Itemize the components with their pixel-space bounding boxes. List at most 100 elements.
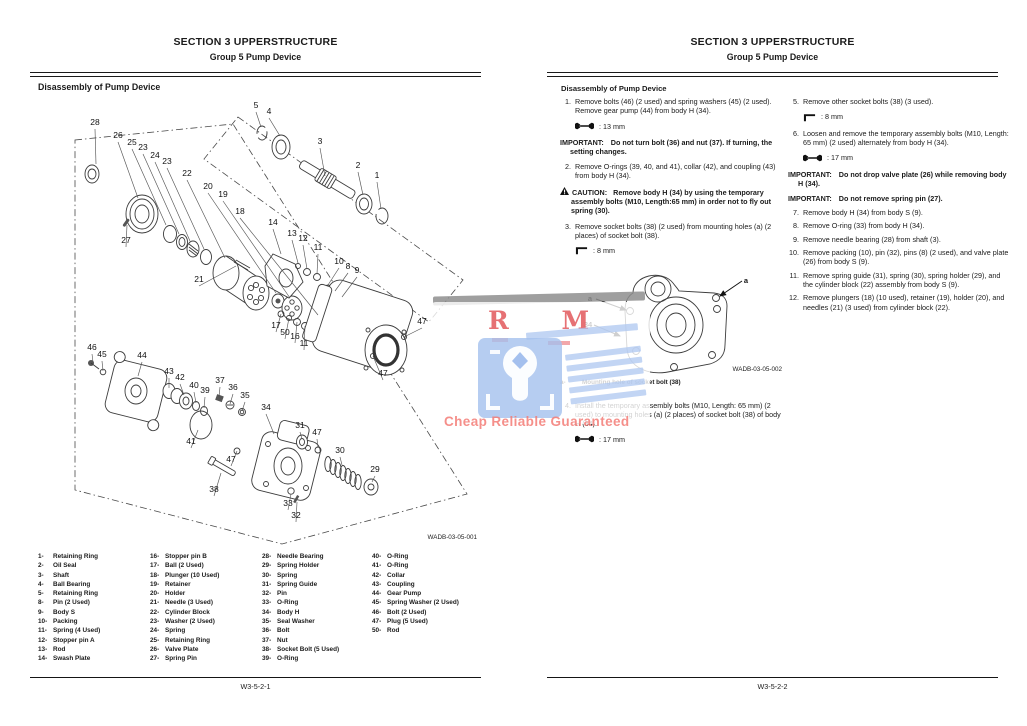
parts-list-row: 25-Retaining Ring — [150, 636, 219, 645]
part-name: Body H — [277, 608, 300, 616]
group-title: Group 5 Pump Device — [209, 52, 302, 62]
step-item: 4.Install the temporary assembly bolts (… — [560, 401, 782, 429]
page-heading: Disassembly of Pump Device — [38, 82, 161, 92]
part-number: 32- — [262, 590, 272, 598]
part-number: 28- — [262, 553, 272, 560]
parts-list-row: 28-Needle Bearing — [262, 552, 339, 561]
part-number: 42- — [372, 571, 382, 579]
part-callout-number: 17 — [271, 320, 281, 330]
parts-list-row: 19-Retainer — [150, 580, 219, 589]
callout-leader-line — [186, 179, 226, 259]
callout-leader-line — [371, 475, 376, 483]
part-number: 20- — [150, 590, 160, 598]
wrench-icon — [803, 154, 822, 162]
step-item: 12.Remove plungers (18) (10 used), retai… — [788, 293, 1010, 312]
parts-list-row: 18-Plunger (10 Used) — [150, 571, 219, 580]
part-number: 5- — [38, 590, 44, 598]
callout-leader-line — [303, 325, 306, 351]
step-text: Remove packing (10), pin (32), pins (8) … — [803, 247, 1009, 267]
part-callout-number: 45 — [97, 349, 107, 359]
parts-list-row: 32-Pin — [262, 589, 339, 598]
wrench-size-note: : 17 mm — [575, 435, 782, 444]
page-number-right: W3-5-2-2 — [757, 682, 788, 691]
part-number: 24- — [150, 627, 160, 635]
part-name: Rod — [53, 645, 66, 653]
part-callout-number: 5 — [254, 100, 259, 110]
part-name: O-Ring — [387, 553, 409, 560]
callout-leader-line — [229, 393, 234, 405]
parts-list-row: 46-Bolt (2 Used) — [372, 608, 459, 617]
part-callout-number: 11 — [314, 242, 323, 252]
parts-list-row: 10-Packing — [38, 617, 100, 626]
hex-key-size-note: : 8 mm — [575, 246, 782, 255]
part-name: Pin (2 Used) — [53, 599, 90, 607]
part-number: 45- — [372, 599, 382, 607]
part-number: 27- — [150, 655, 160, 663]
part-name: Valve Plate — [165, 645, 199, 653]
part-name: Ball Bearing — [53, 580, 91, 588]
part-callout-number: 11 — [300, 338, 309, 348]
callout-leader-line — [137, 361, 143, 377]
part-name: Swash Plate — [53, 655, 91, 663]
caution-note: CAUTION:Remove body H (34) by using the … — [560, 186, 782, 216]
parts-list-row: 2-Oil Seal — [38, 561, 100, 570]
parts-list-row: 12-Stopper pin A — [38, 636, 100, 645]
figure-caption: a- Mounting hole of socket bolt (38) — [560, 378, 681, 386]
step-text: Remove plungers (18) (10 used), retainer… — [803, 293, 1005, 312]
part-number: 30- — [262, 571, 272, 579]
part-name: O-Ring — [277, 655, 299, 663]
diagram-parts — [84, 125, 414, 504]
step-item: 8.Remove O-ring (33) from body H (34). — [788, 221, 1010, 230]
parts-list-row: 13-Rod — [38, 645, 100, 654]
important-text: Do not drop valve plate (26) while remov… — [798, 169, 1007, 189]
step-item: 3.Remove socket bolts (38) (2 used) from… — [560, 222, 782, 241]
part-name: Stopper pin B — [165, 553, 207, 560]
part-number: 19- — [150, 580, 160, 588]
part-number: 29- — [262, 562, 272, 570]
tool-size-text: : 13 mm — [599, 121, 625, 131]
part-callout-number: 46 — [87, 342, 97, 352]
important-label: IMPORTANT: — [788, 169, 832, 179]
part-callout-number: 41 — [186, 436, 196, 446]
callout-leader-line — [222, 200, 291, 299]
part-number: 3- — [38, 571, 44, 579]
callout-leader-line — [284, 317, 290, 340]
part-number: 44- — [372, 590, 382, 598]
part-name: Packing — [53, 618, 78, 626]
step-item: 6.Loosen and remove the temporary assemb… — [788, 129, 1010, 148]
part-name: Spring (4 Used) — [53, 627, 101, 635]
step-text: Loosen and remove the temporary assembly… — [803, 128, 1009, 148]
part-callout-number: 23 — [162, 156, 172, 166]
figure-label-arrow — [595, 298, 627, 311]
part-number: 4- — [38, 580, 44, 588]
part-callout-number: 18 — [235, 206, 245, 216]
part-name: Spring Holder — [277, 562, 320, 570]
step-item: 11.Remove spring guide (31), spring (30)… — [788, 271, 1010, 290]
parts-list-row: 20-Holder — [150, 589, 219, 598]
figure-label: a — [744, 276, 749, 285]
part-name: Nut — [277, 636, 288, 644]
tool-size-text: : 8 mm — [821, 112, 843, 122]
part-number: 12- — [38, 636, 48, 644]
callout-leader-line — [294, 321, 298, 344]
parts-list-row: 33-O-Ring — [262, 598, 339, 607]
parts-list-row: 14-Swash Plate — [38, 654, 100, 663]
step-item: 9.Remove needle bearing (28) from shaft … — [788, 235, 1010, 244]
part-callout-number: 47 — [312, 427, 322, 437]
figure-label-arrow — [719, 280, 743, 297]
part-number: 22- — [150, 608, 160, 616]
step-number: 1. — [565, 97, 571, 106]
callout-leader-line — [154, 161, 191, 242]
part-name: Spring Washer (2 Used) — [387, 599, 459, 607]
part-callout-number: 50 — [280, 327, 290, 337]
callout-leader-line — [341, 276, 358, 298]
step-text: Remove bolts (46) (2 used) and spring wa… — [575, 97, 772, 116]
figure-label-arrow — [593, 324, 621, 337]
part-name: Washer (2 Used) — [165, 618, 215, 626]
step-number: 11. — [789, 270, 799, 280]
part-callout-number: 43 — [164, 366, 174, 376]
callout-leader-line — [319, 147, 326, 177]
step-number: 5. — [793, 97, 799, 106]
